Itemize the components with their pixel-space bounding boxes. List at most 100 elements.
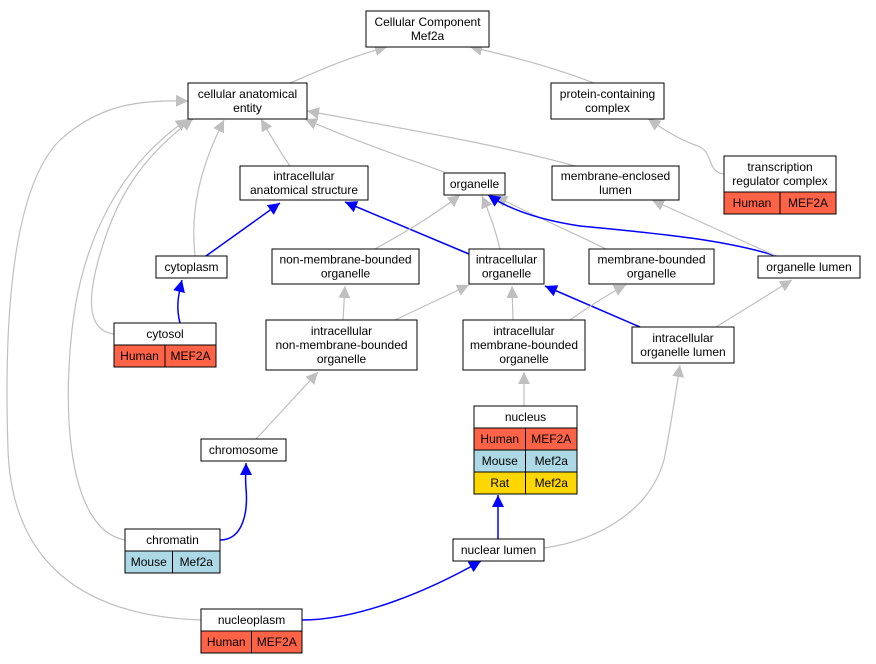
edge-ias-to-cae xyxy=(260,118,291,167)
species-label: Human xyxy=(480,432,519,446)
node-label: intracellular xyxy=(476,253,537,267)
edge-imbo-to-io xyxy=(506,285,519,321)
node-label: organelle xyxy=(499,352,549,366)
node-label: nucleoplasm xyxy=(218,613,285,627)
edge-io-to-ias xyxy=(344,201,470,255)
node-box xyxy=(443,172,506,196)
node-label: chromosome xyxy=(209,443,279,457)
node-label: intracellular xyxy=(652,331,713,345)
edge-pcc-to-root xyxy=(469,43,595,84)
gene-cell xyxy=(779,191,837,215)
node-label: protein-containing xyxy=(560,87,655,101)
node-label: intracellular xyxy=(311,324,372,338)
node-label: membrane-enclosed xyxy=(561,169,670,183)
node-label: chromatin xyxy=(146,533,199,547)
node-label: complex xyxy=(585,101,630,115)
gene-label: MEF2A xyxy=(531,432,571,446)
node-ol[interactable]: organelle lumen xyxy=(757,255,861,279)
node-box xyxy=(723,155,837,193)
edge-ol-to-org xyxy=(487,194,777,257)
node-label: organelle xyxy=(321,267,371,281)
node-label: membrane-bounded xyxy=(597,253,705,267)
edge-iol-to-ol xyxy=(715,279,793,328)
node-label: organelle xyxy=(482,267,532,281)
node-label: non-membrane-bounded xyxy=(279,253,411,267)
node-label: organelle lumen xyxy=(640,345,725,359)
node-label: entity xyxy=(233,101,262,115)
species-label: Human xyxy=(733,196,772,210)
edge-cyt-to-ias xyxy=(205,202,281,257)
species-label: Mouse xyxy=(131,555,167,569)
edge-np-to-cae xyxy=(6,94,202,621)
edge-chrom-to-inmbo xyxy=(255,371,319,440)
edge-nl-to-iol xyxy=(543,364,685,549)
edge-inmbo-to-io xyxy=(394,284,470,321)
node-box xyxy=(200,438,287,462)
node-cyt[interactable]: cytoplasm xyxy=(155,255,228,279)
gene-cell xyxy=(164,344,217,368)
node-box xyxy=(462,319,586,371)
node-label: membrane-bounded xyxy=(470,338,578,352)
node-label: cytoplasm xyxy=(164,260,218,274)
node-box xyxy=(631,326,735,364)
edge-mbo-to-org xyxy=(494,195,607,250)
node-nl[interactable]: nuclear lumen xyxy=(452,538,545,562)
edge-mel-to-cae xyxy=(306,107,576,167)
edge-imbo-to-mbo xyxy=(569,284,627,321)
node-box xyxy=(155,255,228,279)
node-label: organelle xyxy=(627,267,677,281)
node-label: lumen xyxy=(599,183,632,197)
edge-chrt-to-cae xyxy=(67,118,189,541)
node-box xyxy=(452,538,545,562)
edge-org-to-cae xyxy=(304,118,445,173)
node-box xyxy=(239,165,369,201)
node-box xyxy=(550,82,665,120)
edge-inmbo-to-nmbo xyxy=(338,285,351,321)
gene-label: MEF2A xyxy=(170,349,210,363)
species-label: Human xyxy=(207,635,246,649)
edge-cytosol-to-cae xyxy=(90,118,194,335)
node-label: Mef2a xyxy=(411,29,445,43)
node-box xyxy=(187,82,308,120)
node-label: transcription xyxy=(747,160,812,174)
node-label: regulator complex xyxy=(732,174,827,188)
species-label: Human xyxy=(120,349,159,363)
node-label: organelle xyxy=(450,177,500,191)
species-label: Rat xyxy=(490,476,509,490)
node-label: nucleus xyxy=(505,410,546,424)
node-box xyxy=(265,319,418,371)
edge-io-to-org xyxy=(481,195,501,250)
edge-layer xyxy=(6,43,793,621)
edge-np-to-nl xyxy=(301,560,482,621)
node-inmbo[interactable]: intracellularnon-membrane-boundedorganel… xyxy=(265,319,418,371)
node-label: intracellular xyxy=(273,169,334,183)
gene-cell xyxy=(251,630,303,654)
node-box xyxy=(551,165,680,201)
node-label: organelle xyxy=(317,352,367,366)
edge-cyt-to-cae xyxy=(193,119,225,257)
node-chrom[interactable]: chromosome xyxy=(200,438,287,462)
node-label: cellular anatomical xyxy=(198,87,297,101)
gene-cell xyxy=(525,471,578,495)
node-org[interactable]: organelle xyxy=(443,172,506,196)
node-label: cytosol xyxy=(146,327,183,341)
node-box xyxy=(757,255,861,279)
species-label: Mouse xyxy=(482,454,518,468)
